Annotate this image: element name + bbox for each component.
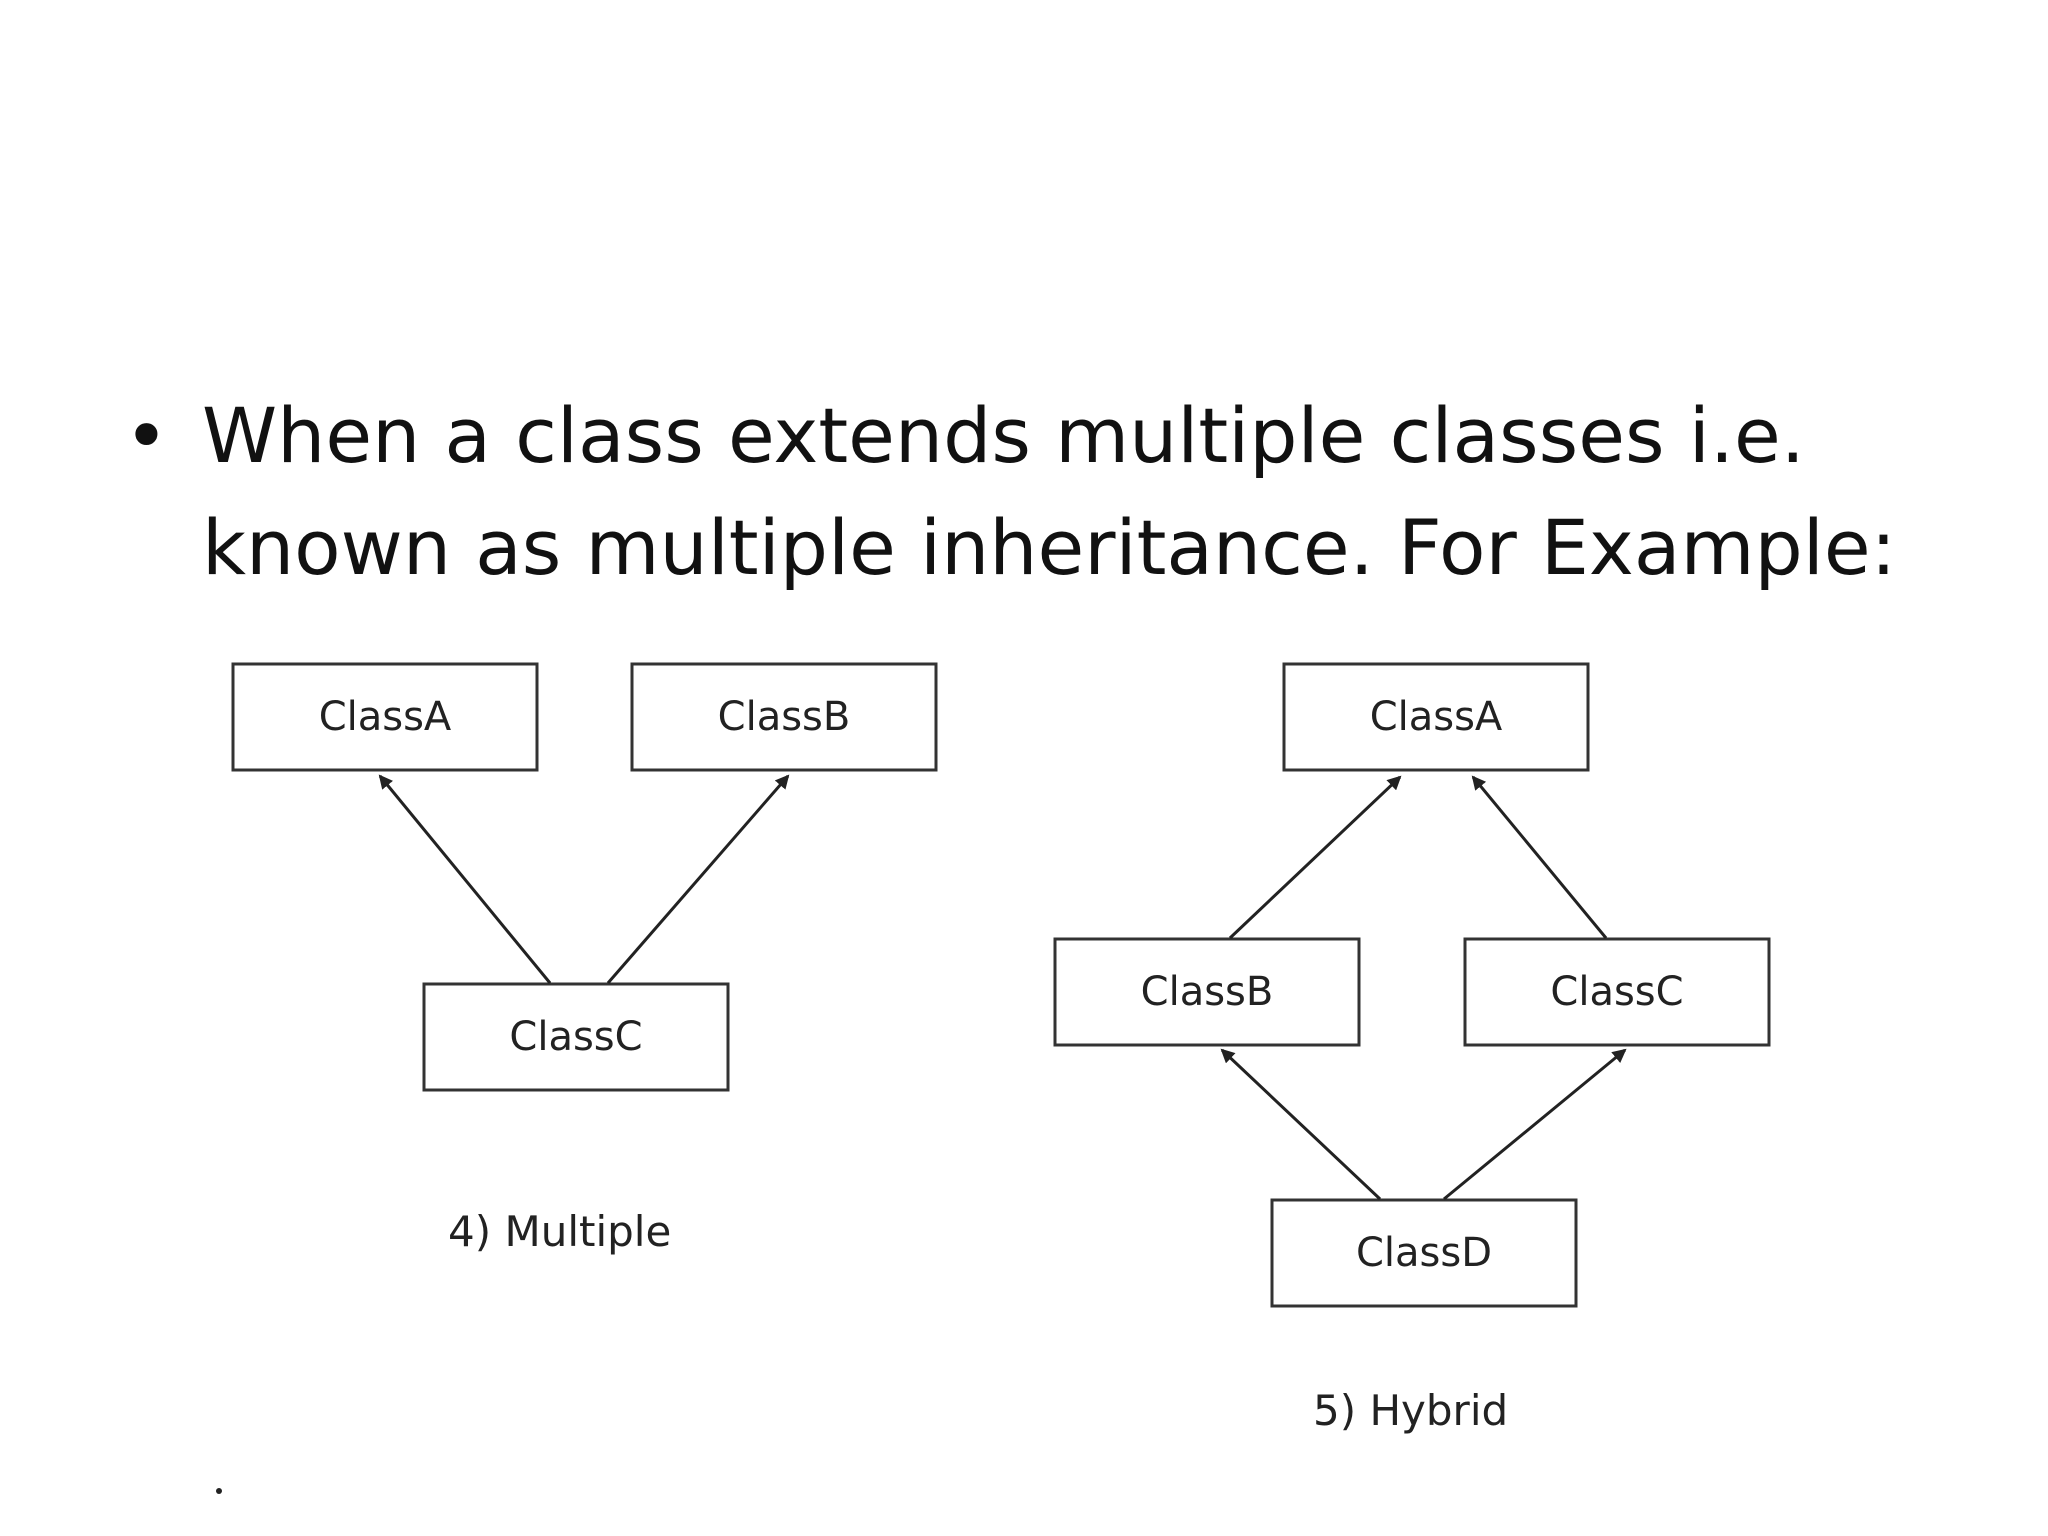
- multiple-caption: 4) Multiple: [448, 1207, 671, 1256]
- hybrid-class-b-box: ClassB: [1053, 937, 1361, 1047]
- bullet-text: When a class extends multiple classes i.…: [202, 380, 1952, 604]
- arrow-c-to-b: [606, 774, 790, 984]
- bullet-line-1: When a class extends multiple classes i.…: [202, 391, 1805, 480]
- hybrid-class-d-label: ClassD: [1356, 1230, 1492, 1276]
- multiple-inheritance-diagram: ClassA ClassB ClassC 4) Multiple: [231, 662, 938, 1256]
- arrow-c-to-a-hybrid: [1471, 775, 1608, 939]
- multiple-class-b-label: ClassB: [718, 694, 851, 740]
- bullet-icon: •: [124, 391, 169, 480]
- hybrid-class-a-label: ClassA: [1370, 694, 1503, 740]
- stray-dot: [216, 1488, 222, 1494]
- hybrid-class-b-label: ClassB: [1141, 969, 1274, 1015]
- multiple-class-b-box: ClassB: [630, 662, 938, 772]
- multiple-class-c-label: ClassC: [509, 1014, 642, 1060]
- arrow-d-to-c: [1443, 1048, 1627, 1201]
- hybrid-class-a-box: ClassA: [1282, 662, 1590, 772]
- hybrid-caption: 5) Hybrid: [1313, 1386, 1508, 1435]
- multiple-class-a-label: ClassA: [319, 694, 452, 740]
- hybrid-class-d-box: ClassD: [1270, 1198, 1578, 1308]
- arrow-b-to-a: [1228, 775, 1402, 940]
- hybrid-class-c-box: ClassC: [1463, 937, 1771, 1047]
- multiple-class-a-box: ClassA: [231, 662, 539, 772]
- hybrid-class-c-label: ClassC: [1550, 969, 1683, 1015]
- bullet-line-2: known as multiple inheritance. For Examp…: [202, 503, 1897, 592]
- hybrid-inheritance-diagram: ClassA ClassB ClassC ClassD 5) Hybrid: [1053, 662, 1771, 1435]
- multiple-class-c-box: ClassC: [422, 982, 730, 1092]
- arrow-c-to-a: [378, 774, 552, 984]
- arrow-d-to-b: [1220, 1048, 1382, 1201]
